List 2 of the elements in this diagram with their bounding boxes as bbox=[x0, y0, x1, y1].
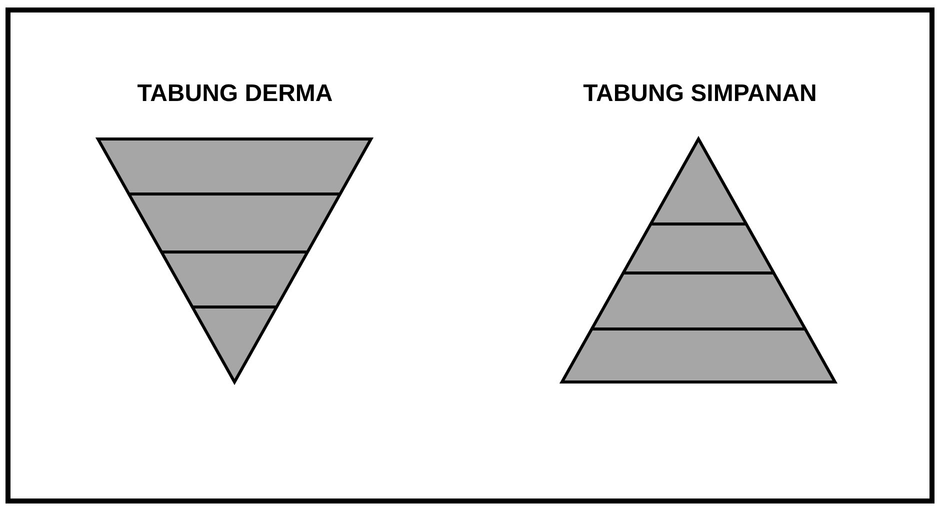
pyramid-heading: TABUNG SIMPANAN bbox=[583, 80, 817, 108]
pyramid-heading: TABUNG DERMA bbox=[137, 80, 333, 108]
